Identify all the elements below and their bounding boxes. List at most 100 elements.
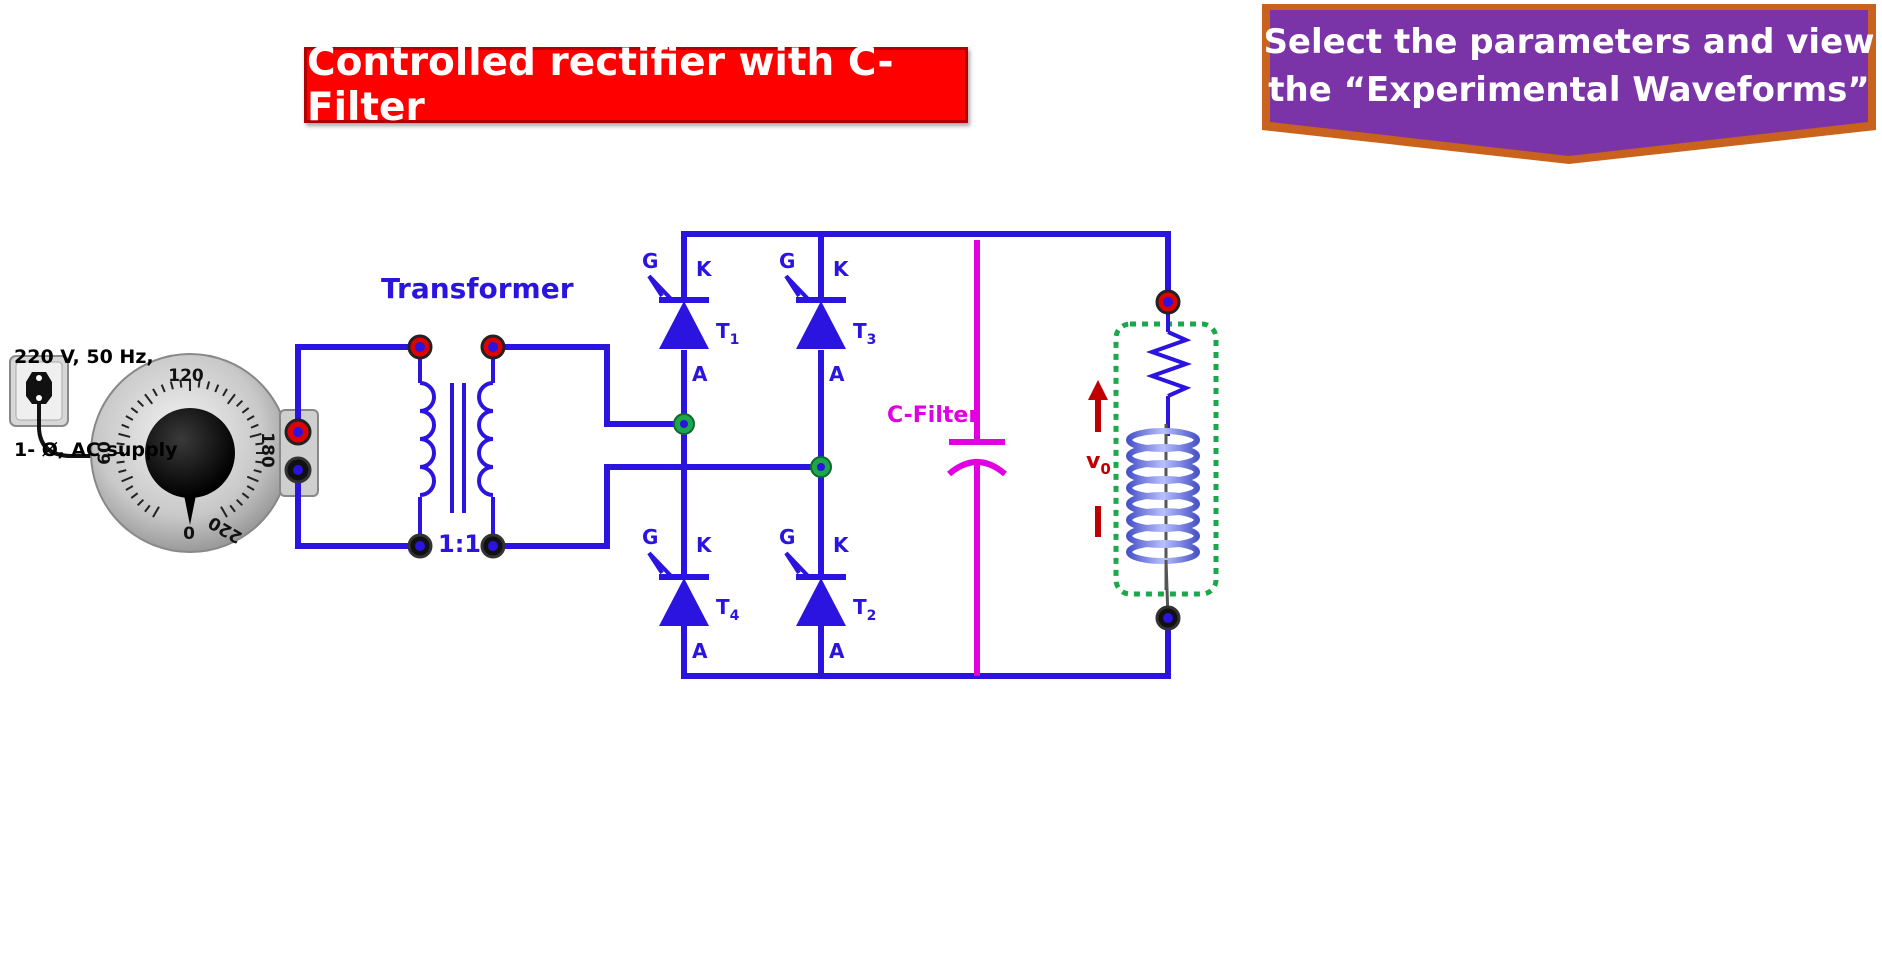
dial-tick xyxy=(214,384,220,393)
capacitor-label: C-Filter xyxy=(887,403,980,428)
t4-cathode-label: K xyxy=(696,533,713,557)
load-terminal-top[interactable] xyxy=(1155,289,1181,315)
dial-tick xyxy=(130,492,139,499)
primary-wire-lower xyxy=(295,470,420,549)
load-terminal-bottom[interactable] xyxy=(1155,605,1181,631)
t2-anode-label: A xyxy=(829,639,845,663)
secondary-coil xyxy=(477,381,494,497)
dc-negative-rail xyxy=(681,618,1171,679)
supply-label: 220 V, 50 Hz, 1- Ø, AC supply xyxy=(14,280,178,528)
supply-label-line-1: 220 V, 50 Hz, xyxy=(14,346,154,368)
secondary-wire-bottom xyxy=(493,464,821,549)
t1-gate-label: G xyxy=(642,249,658,273)
instruction-line-1: Select the parameters and view xyxy=(1263,22,1875,62)
thyristor-t4[interactable] xyxy=(647,551,709,626)
dial-tick xyxy=(121,423,130,429)
dial-mark-180: 180 xyxy=(257,432,277,468)
dial-tick xyxy=(169,381,174,390)
variac-terminal-red[interactable] xyxy=(284,418,312,446)
transformer-ratio: 1:1 xyxy=(438,530,481,558)
dial-tick xyxy=(125,485,134,491)
dial-tick xyxy=(121,475,134,483)
dial-tick xyxy=(144,393,154,405)
bridge-node-left[interactable] xyxy=(673,413,695,435)
t4-gate-label: G xyxy=(642,525,658,549)
output-voltage-arrow xyxy=(1088,380,1108,537)
dial-tick xyxy=(206,381,211,390)
filter-capacitor[interactable] xyxy=(947,240,1007,676)
t3-cathode-label: K xyxy=(833,257,850,281)
dial-tick xyxy=(179,379,183,388)
thyristor-t2[interactable] xyxy=(784,551,846,626)
variac-terminal-black[interactable] xyxy=(284,456,312,484)
primary-wire xyxy=(295,344,420,432)
dial-tick xyxy=(160,384,166,393)
page-title: Controlled rectifier with C-Filter xyxy=(304,40,968,130)
t1-cathode-label: K xyxy=(696,257,713,281)
thyristor-t3[interactable] xyxy=(784,274,846,349)
variac-dial[interactable] xyxy=(90,353,290,553)
page-title-text: Controlled rectifier with C-Filter xyxy=(307,40,894,130)
secondary-terminal-bottom[interactable] xyxy=(480,533,506,559)
dial-tick xyxy=(249,432,262,438)
dial-tick xyxy=(246,415,255,421)
dial-tick xyxy=(235,399,244,408)
primary-terminal-top[interactable] xyxy=(407,334,433,360)
dial-tick xyxy=(246,475,259,483)
primary-terminal-bottom[interactable] xyxy=(407,533,433,559)
wall-socket xyxy=(9,355,69,427)
dial-tick xyxy=(152,506,160,518)
t2-designator: T2 xyxy=(853,595,876,624)
dial-tick xyxy=(241,492,250,499)
dial-tick xyxy=(253,469,262,474)
dial-tick xyxy=(130,407,139,414)
t4-designator: T4 xyxy=(716,595,740,624)
load-inductor[interactable] xyxy=(1126,424,1200,619)
dial-tick xyxy=(116,442,125,446)
t1-anode-label: A xyxy=(692,362,708,386)
dial-tick xyxy=(152,388,158,397)
t2-gate-label: G xyxy=(779,525,795,549)
secondary-wire-top xyxy=(493,344,684,427)
supply-label-line-2: 1- Ø, AC supply xyxy=(14,439,178,461)
t3-anode-label: A xyxy=(829,362,845,386)
instruction-banner[interactable] xyxy=(1262,4,1876,164)
secondary-terminal-top[interactable] xyxy=(480,334,506,360)
dial-tick xyxy=(222,388,228,397)
dial-mark-120: 120 xyxy=(168,366,204,386)
instruction-line-2: the “Experimental Waveforms” xyxy=(1268,70,1870,110)
dial-tick xyxy=(136,399,145,408)
dial-tick xyxy=(116,460,125,464)
t3-designator: T3 xyxy=(853,319,876,348)
t4-anode-label: A xyxy=(692,639,708,663)
dial-mark-60: 60 xyxy=(95,441,115,465)
output-voltage-label: v0 xyxy=(1086,449,1111,478)
instruction-text[interactable]: Select the parameters and view the “Expe… xyxy=(1262,18,1876,114)
dial-tick xyxy=(136,498,145,507)
dial-tick xyxy=(118,469,127,474)
t2-cathode-label: K xyxy=(833,533,850,557)
dial-tick xyxy=(246,485,255,491)
transformer-label: Transformer xyxy=(381,272,574,305)
supply-cable xyxy=(37,404,98,458)
dial-tick xyxy=(235,498,244,507)
t3-gate-label: G xyxy=(779,249,795,273)
thyristor-t1[interactable] xyxy=(647,274,709,349)
dial-mark-0: 0 xyxy=(183,524,195,544)
bridge-node-right[interactable] xyxy=(810,456,832,478)
dial-tick xyxy=(255,442,264,446)
dial-tick xyxy=(226,393,236,405)
dial-tick xyxy=(118,432,131,438)
dial-tick xyxy=(255,460,264,464)
dial-tick xyxy=(241,407,250,414)
dial-tick xyxy=(250,423,259,429)
dial-tick xyxy=(144,504,151,513)
t1-designator: T1 xyxy=(716,319,739,348)
dial-tick xyxy=(229,504,236,513)
dial-tick xyxy=(197,379,201,388)
primary-coil xyxy=(419,381,436,497)
load-resistor[interactable] xyxy=(1145,300,1193,436)
dial-tick xyxy=(125,415,134,421)
